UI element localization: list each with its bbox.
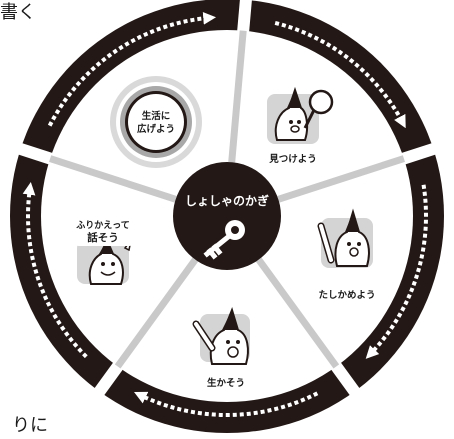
edge-text-bottom-left: りに [12,415,48,436]
cycle-arrow [365,184,428,359]
center-title: しょしゃのかぎ [185,193,269,208]
step-mitsukeyou: 見つけよう [267,86,334,165]
center-circle [173,162,281,270]
spoke-line [114,257,199,369]
ring-gap [91,358,127,400]
ring-gap [396,141,440,167]
spoke-line [228,30,247,163]
step-tashikameyou: たしかめよう [317,208,376,301]
key-icon [203,220,245,260]
spokes [49,30,405,369]
speech-bubble-character-icon [88,237,132,285]
step-label: 見つけよう [268,154,317,165]
step-label: たしかめよう [318,290,375,301]
magnifier-character-icon [274,86,334,141]
step-furikaette-hanasou: ふりかえって 話そう [73,216,135,285]
pointer-character-icon [317,208,370,267]
spoke-line [277,155,405,203]
center-hub: しょしゃのかぎ [173,162,281,270]
step-label-line2: 話そう [87,231,119,244]
edge-text-top-left: 書く [0,2,36,23]
spoke-line [49,155,177,203]
step-label-line2: 広げよう [137,123,175,135]
step-ikasou: 生かそう [192,306,250,389]
cycle-arrow [47,11,217,127]
step-label: 生かそう [207,377,245,389]
ring-gap [236,0,252,38]
cycle-arrow [134,391,319,417]
step-label-line1: ふりかえって [76,220,130,231]
cycle-arrow [22,181,88,359]
ring-gap [14,141,58,167]
step-label-line1: 生活に [142,110,171,122]
spoke-line [255,257,340,369]
ring-gap [327,358,363,400]
raised-hand-character-icon [192,306,249,365]
speech-bubble [73,216,135,246]
step-seikatsu-ni-hirogeyou: 生活に 広げよう [110,76,202,168]
